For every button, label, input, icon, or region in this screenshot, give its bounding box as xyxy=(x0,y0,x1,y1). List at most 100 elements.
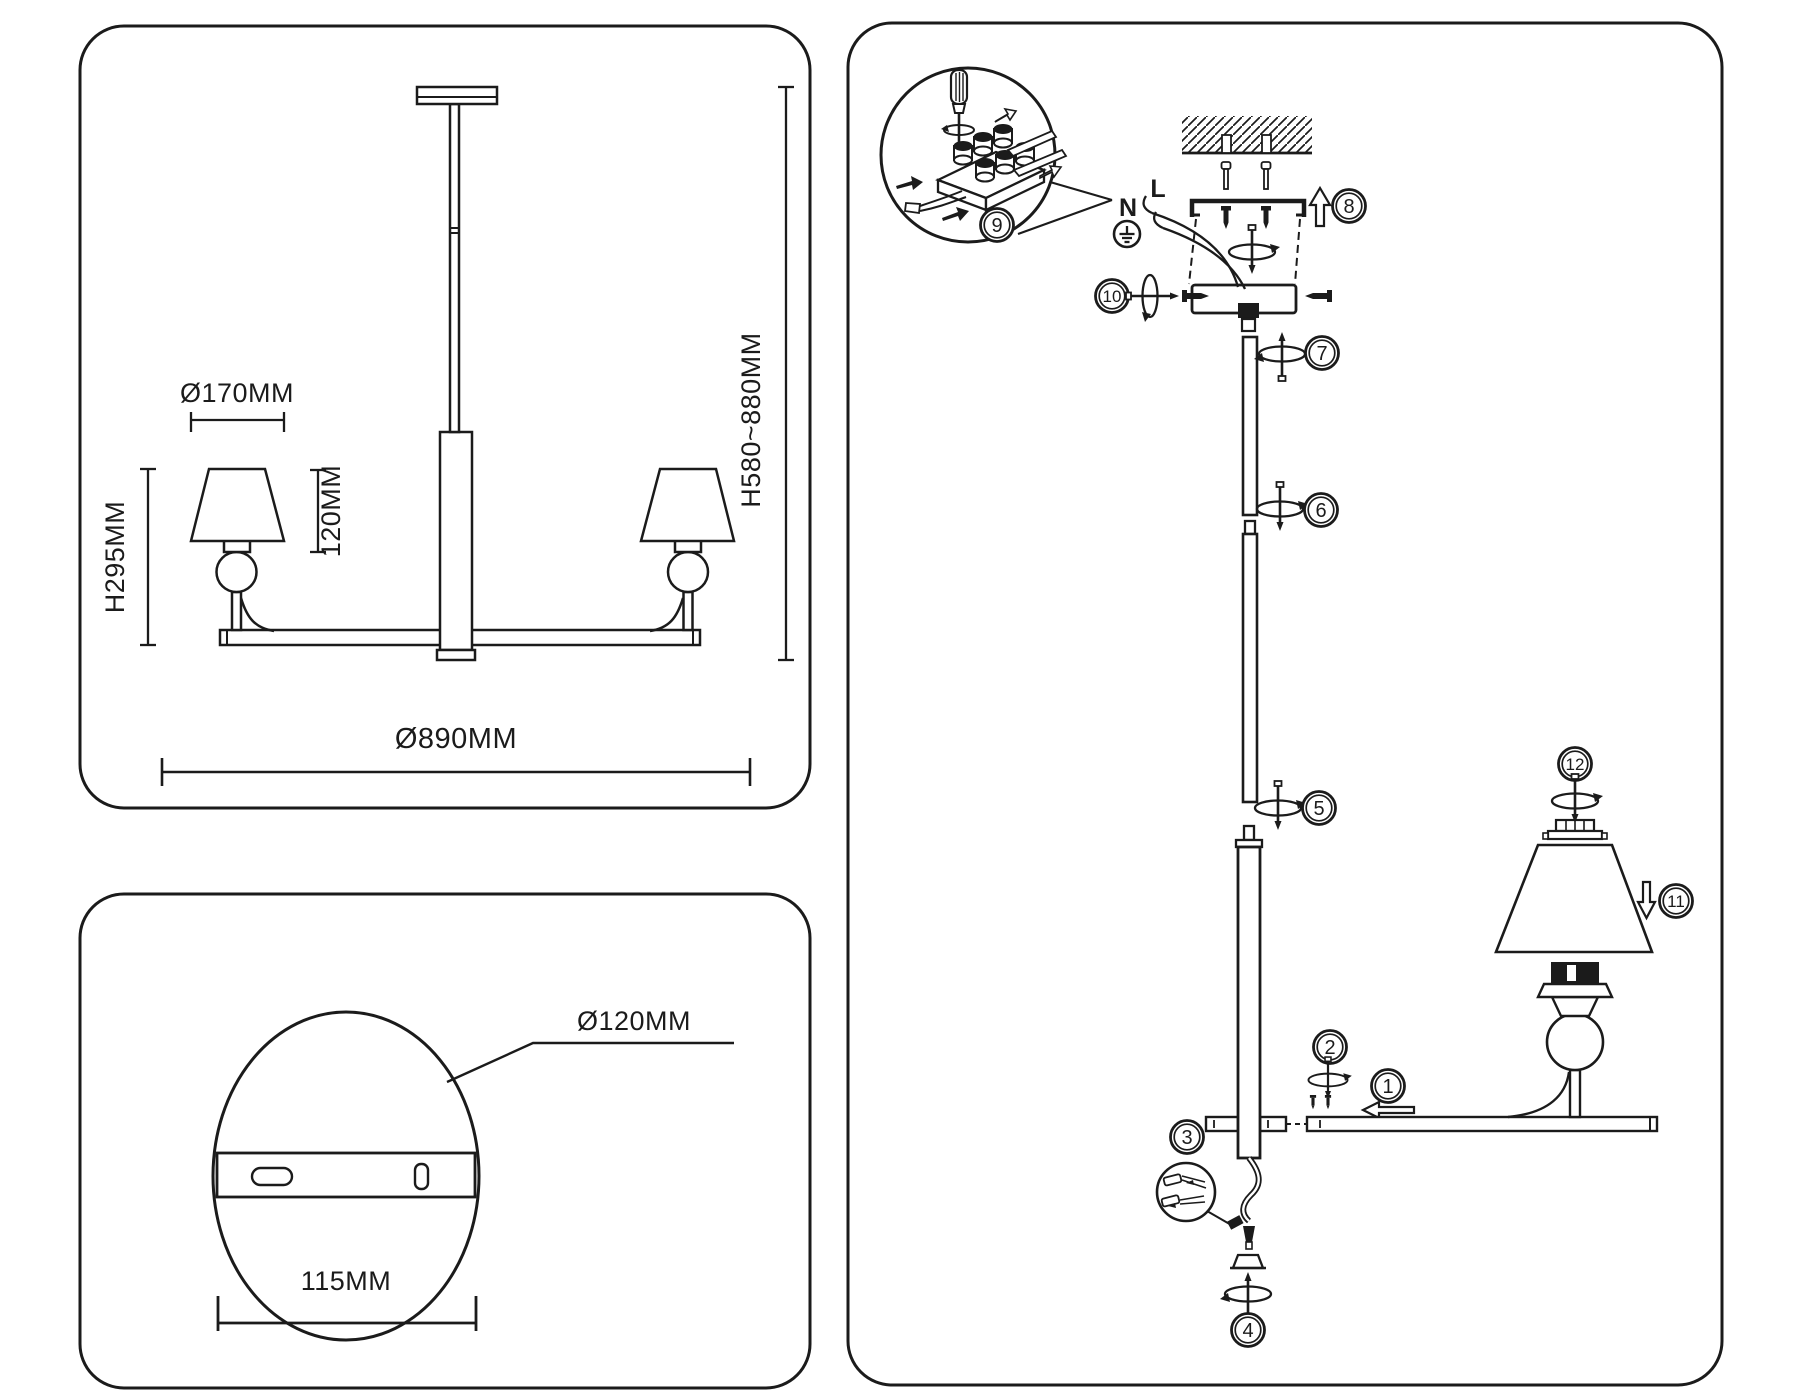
dim-shade-offset xyxy=(310,468,326,554)
mains-wire xyxy=(1162,226,1247,290)
step-6-badge: 6 xyxy=(1303,492,1339,528)
dim-hanging-height-label: H580~880MM xyxy=(736,332,766,507)
arrow-left-icon xyxy=(1360,1100,1416,1120)
arrow-outline-icon xyxy=(994,107,1018,123)
svg-text:11: 11 xyxy=(1667,892,1685,911)
lamp-arm xyxy=(1305,1115,1659,1133)
chandelier-front-view xyxy=(189,85,736,662)
lamp-shade xyxy=(1494,843,1654,954)
tube-nipple xyxy=(1242,824,1256,842)
mains-wire xyxy=(1151,211,1240,288)
step-4-badge: 4 xyxy=(1230,1312,1266,1348)
step-10-badge: 10 xyxy=(1094,278,1130,314)
dim-fixture-diameter-label: Ø890MM xyxy=(395,723,517,755)
dim-canopy-diameter-label: Ø120MM xyxy=(577,1006,691,1036)
dim-body-height-label: H295MM xyxy=(100,501,130,614)
wire xyxy=(919,190,967,212)
svg-text:3: 3 xyxy=(1181,1127,1192,1149)
arrow-down-icon xyxy=(1636,880,1657,921)
arm-stub-right xyxy=(1258,1115,1288,1133)
mount-slot-left xyxy=(250,1166,294,1187)
arm-stub-left xyxy=(1204,1115,1240,1133)
center-tube xyxy=(438,430,474,652)
terminal-block-detail: 9 xyxy=(879,66,1113,244)
svg-text:4: 4 xyxy=(1242,1320,1253,1342)
screwdriver-blade-icon xyxy=(1006,129,1058,158)
arrow-filled-icon xyxy=(896,176,923,190)
wire-connector-icons xyxy=(1160,1173,1207,1208)
lamp-stem xyxy=(682,590,694,632)
svg-text:9: 9 xyxy=(991,215,1002,237)
socket-cover-step: 4 xyxy=(1218,1253,1273,1348)
svg-text:6: 6 xyxy=(1315,500,1326,522)
hanging-rod xyxy=(448,102,461,434)
rotate-icon xyxy=(941,124,975,136)
callout-leader xyxy=(446,1041,734,1084)
dim-shade-diameter-label: Ø170MM xyxy=(180,378,294,408)
dim-shade-diameter xyxy=(189,412,286,432)
wire-live-label: L xyxy=(1150,175,1165,203)
center-tube-cap xyxy=(435,648,477,662)
arrow-up-icon xyxy=(1308,185,1332,228)
canopy-side-screw-icon xyxy=(1182,290,1209,302)
dim-body-height xyxy=(140,467,156,647)
rod-coupler xyxy=(1243,519,1257,536)
step-12-badge: 12 xyxy=(1557,746,1593,782)
step-11-badge: 11 xyxy=(1658,883,1694,919)
dim-mount-spacing-label: 115MM xyxy=(301,1266,392,1296)
panel-assembly-steps: 8 10 N L xyxy=(846,21,1724,1387)
lamp-shade xyxy=(639,467,736,543)
cord-grip xyxy=(1238,303,1259,318)
step-8-badge: 8 xyxy=(1331,188,1367,224)
mount-slot-right xyxy=(413,1162,430,1191)
dim-fixture-diameter xyxy=(160,758,752,786)
arm-fillet xyxy=(649,597,685,633)
svg-text:12: 12 xyxy=(1566,755,1585,774)
canopy-assembly xyxy=(1142,195,1332,333)
shade-finial-ring xyxy=(1542,818,1608,841)
screwdriver-icon xyxy=(949,68,969,153)
wire-connection-detail: 3 xyxy=(1155,1119,1262,1250)
lamp-shade xyxy=(189,467,286,543)
rod-section-upper xyxy=(1241,335,1259,517)
svg-text:8: 8 xyxy=(1343,196,1354,218)
lamp-stem xyxy=(230,590,243,632)
arrow-outline-icon xyxy=(1039,165,1063,180)
socket-skirt xyxy=(1536,982,1614,999)
socket-slot xyxy=(1567,965,1576,981)
step-3-badge: 3 xyxy=(1169,1119,1205,1155)
arrow-filled-icon xyxy=(942,207,969,221)
svg-text:7: 7 xyxy=(1316,343,1327,365)
wire-ferrule xyxy=(903,202,921,215)
step-5-badge: 5 xyxy=(1301,790,1337,826)
step-9-badge: 9 xyxy=(979,207,1015,243)
svg-text:1: 1 xyxy=(1382,1076,1393,1098)
mounting-bracket xyxy=(1188,161,1307,285)
panel-canopy-detail: Ø120MM 115MM xyxy=(78,892,812,1390)
panel-front-dimensions: Ø170MM 120MM H295MM H580~880MM Ø890M xyxy=(78,24,812,810)
ceiling-plate xyxy=(415,85,499,106)
arm-fillet xyxy=(239,597,275,633)
svg-text:5: 5 xyxy=(1313,798,1324,820)
lamp-ball xyxy=(666,550,710,594)
screwdriver-blade-icon xyxy=(1012,148,1068,178)
socket-neck xyxy=(1550,995,1600,1018)
svg-text:2: 2 xyxy=(1324,1037,1335,1059)
lamp-ball xyxy=(215,550,258,594)
svg-text:10: 10 xyxy=(1103,287,1122,306)
lamp-arm-assembly xyxy=(1305,818,1659,1133)
canopy-side-screw-icon xyxy=(1305,290,1332,302)
dim-mount-spacing xyxy=(216,1296,478,1331)
center-body-tube xyxy=(1236,845,1262,1160)
dim-shade-offset-label: 120MM xyxy=(316,465,346,558)
step-2-badge: 2 xyxy=(1312,1029,1348,1065)
lamp-ball xyxy=(1545,1012,1605,1072)
wire-neutral-label: N xyxy=(1119,194,1137,222)
socket-cover xyxy=(1231,1253,1265,1270)
step-7-badge: 7 xyxy=(1304,335,1340,371)
lamp-stem xyxy=(1568,1068,1582,1119)
ground-symbol-icon xyxy=(1112,219,1142,249)
ceiling-hatch-icon xyxy=(1182,116,1312,155)
